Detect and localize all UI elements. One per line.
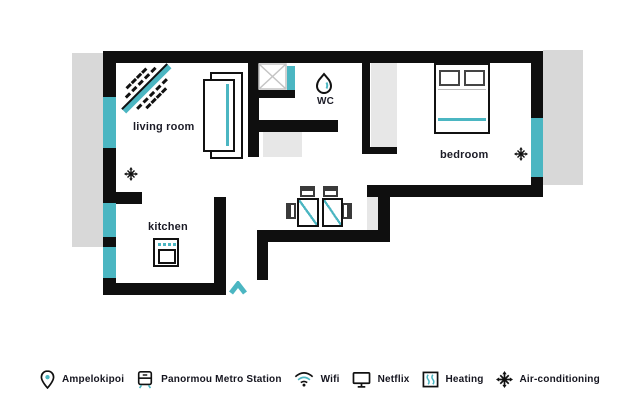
stove-dot: [163, 243, 166, 246]
wall: [257, 230, 390, 242]
water-drop-icon: [314, 72, 334, 96]
amenity-heating: Heating: [422, 371, 484, 388]
wifi-icon: [294, 372, 313, 387]
bed: [434, 63, 490, 134]
chair: [286, 203, 296, 219]
stove-dot: [173, 243, 176, 246]
stove-dot: [158, 243, 161, 246]
amenity-netflix: Netflix: [352, 371, 410, 388]
bed-sheet-line: [438, 89, 486, 90]
wall: [248, 51, 259, 157]
window-segment: [103, 247, 116, 278]
stove-dot: [168, 243, 171, 246]
room-label-bedroom: bedroom: [440, 149, 489, 161]
radiator-icon: [422, 371, 438, 387]
amenity-label: Wifi: [320, 373, 340, 385]
wall: [103, 237, 116, 247]
chair: [300, 186, 315, 197]
dining-table: [297, 198, 319, 227]
amenity-label: Panormou Metro Station: [161, 373, 282, 385]
sofa-teal-line: [226, 84, 229, 146]
monitor-icon: [352, 371, 370, 388]
wall: [103, 51, 116, 97]
amenity-metro: Panormou Metro Station: [136, 370, 282, 389]
amenity-label: Heating: [445, 373, 484, 385]
wall: [103, 283, 226, 295]
wall: [103, 51, 543, 63]
stove-icon: [153, 238, 179, 267]
pillow: [439, 70, 460, 86]
wall: [214, 197, 226, 283]
amenity-label: Air-conditioning: [519, 373, 600, 385]
shaft-x-icon: [258, 63, 287, 90]
amenities-bar: Ampelokipoi Panormou Metro Station Wifi: [0, 364, 640, 394]
location-pin-icon: [40, 369, 55, 389]
wall: [531, 51, 543, 118]
wall: [258, 90, 295, 98]
exterior-shadow-right: [543, 50, 583, 185]
elevator-shaft: [258, 63, 287, 90]
hall-floor-shadow: [367, 197, 378, 230]
chair: [342, 203, 352, 219]
amenity-location: Ampelokipoi: [40, 369, 125, 389]
room-label-wc: WC: [317, 96, 335, 107]
wall: [362, 63, 370, 147]
snowflake-icon: [514, 147, 528, 161]
entrance-arrow-icon: [229, 279, 247, 295]
wall: [257, 242, 268, 280]
bed-teal-line: [438, 118, 486, 121]
amenity-wifi: Wifi: [294, 371, 340, 387]
window-segment: [287, 66, 295, 90]
wc-floor-shadow: [263, 132, 302, 157]
amenity-air-conditioning: Air-conditioning: [495, 370, 600, 388]
window-segment: [103, 203, 116, 237]
sofa-seat: [203, 79, 235, 152]
dining-table: [322, 198, 343, 227]
room-label-living-room: living room: [133, 121, 195, 133]
window-segment: [531, 118, 543, 177]
wall: [103, 148, 116, 203]
metro-train-icon: [138, 370, 153, 388]
pillow: [464, 70, 485, 86]
bedroom-wardrobe: [371, 63, 397, 147]
amenity-label: Netflix: [377, 373, 410, 385]
window-segment: [103, 97, 116, 148]
snowflake-icon: [495, 370, 513, 388]
exterior-shadow-left: [72, 53, 103, 247]
amenity-label: Ampelokipoi: [62, 373, 125, 385]
wall: [258, 120, 338, 132]
room-label-kitchen: kitchen: [148, 221, 188, 233]
wall: [367, 185, 543, 197]
snowflake-icon: [124, 167, 138, 181]
stove-oven: [158, 249, 176, 264]
chair: [323, 186, 338, 197]
wall: [362, 147, 397, 154]
wall: [116, 192, 142, 204]
